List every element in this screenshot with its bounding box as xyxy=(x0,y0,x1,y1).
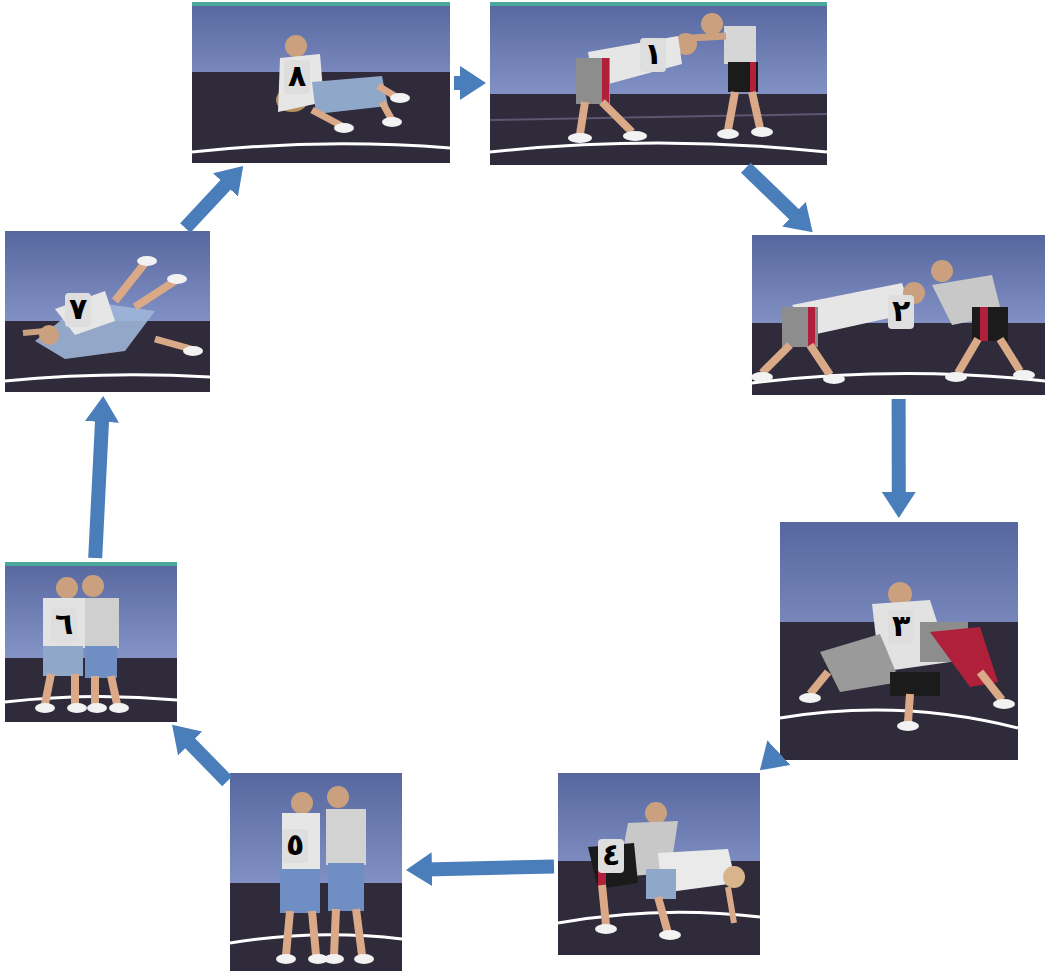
flow-arrow xyxy=(426,866,554,869)
wrestling-photo xyxy=(230,773,402,971)
step-number: ٢ xyxy=(888,295,914,329)
flow-arrow xyxy=(186,739,227,781)
step-number: ٥ xyxy=(282,829,308,863)
photo-frame: ٨ xyxy=(192,2,450,163)
wrestling-photo xyxy=(192,2,450,163)
photo-frame: ١ xyxy=(490,2,827,165)
flow-arrow xyxy=(775,754,778,756)
flow-arrow xyxy=(892,399,906,498)
wrestling-photo xyxy=(5,231,210,392)
wrestling-photo xyxy=(5,562,177,722)
photo-frame: ٦ xyxy=(5,562,177,722)
step-number: ١ xyxy=(640,38,666,72)
flow-arrow xyxy=(746,168,798,219)
step-number: ٦ xyxy=(51,608,77,642)
photo-frame: ٥ xyxy=(230,773,402,971)
wrestling-photo xyxy=(490,2,827,165)
step-number: ٧ xyxy=(65,293,91,327)
photo-frame: ٣ xyxy=(780,522,1018,760)
photo-frame: ٤ xyxy=(558,773,760,955)
wrestling-photo xyxy=(780,522,1018,760)
step-number: ٣ xyxy=(888,610,914,644)
flow-arrow xyxy=(454,76,466,90)
step-number: ٤ xyxy=(598,839,624,873)
wrestling-photo xyxy=(751,235,1045,395)
photo-frame: ٧ xyxy=(5,231,210,392)
flow-arrow xyxy=(185,181,229,229)
photo-frame: ٢ xyxy=(752,235,1045,395)
wrestling-photo xyxy=(558,773,760,955)
flow-arrow xyxy=(95,416,102,558)
step-number: ٨ xyxy=(284,60,310,94)
